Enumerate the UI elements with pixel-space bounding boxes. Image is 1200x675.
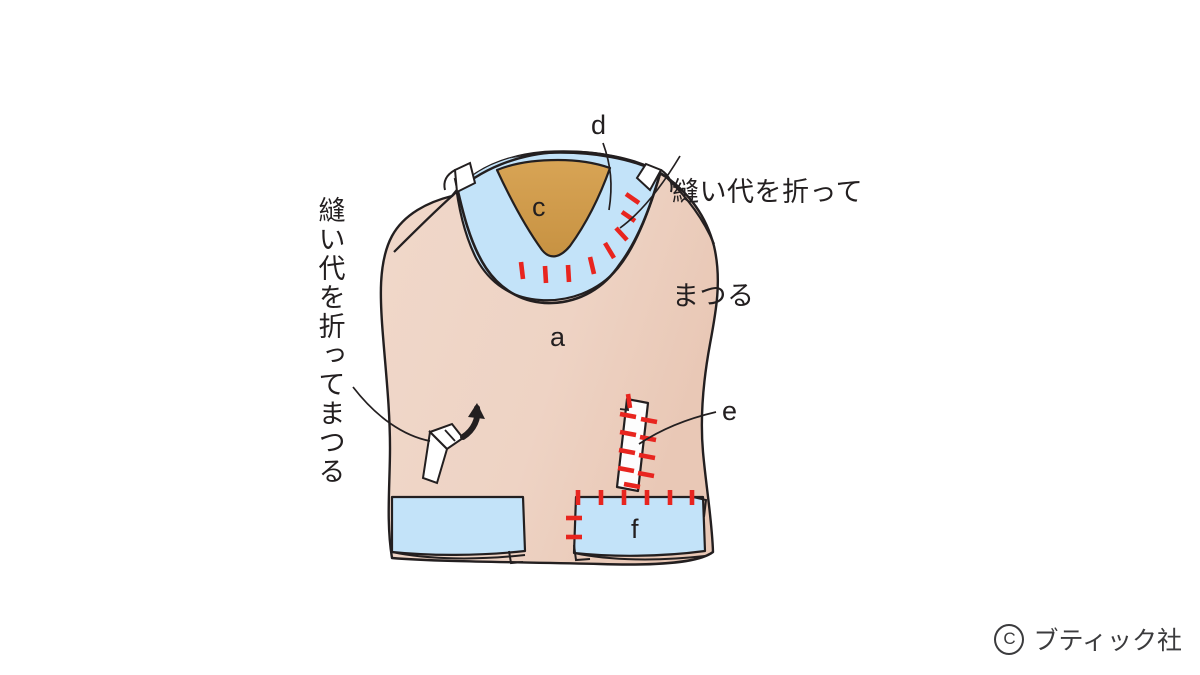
leader-line-d	[602, 142, 612, 211]
neckline-stitch-marks	[518, 192, 641, 284]
note-left-vertical: 縫い代を折ってまつる	[314, 196, 345, 486]
shoulder-tab-right-icon	[635, 162, 673, 193]
shoulder-top-arc	[451, 150, 667, 197]
part-label-f: f	[631, 514, 639, 544]
neckline-edge	[453, 173, 662, 305]
publisher-credit: C ブティック社	[994, 621, 1182, 657]
neckline-group	[453, 151, 662, 302]
leader-line-e	[638, 411, 717, 445]
note-top-right: 縫い代を折って まつる	[672, 106, 863, 382]
fold-direction-arrow-icon	[460, 403, 485, 440]
part-label-d: d	[591, 110, 607, 140]
part-label-a: a	[550, 322, 566, 352]
fold-tab-icon	[421, 422, 465, 485]
part-label-e: e	[722, 396, 738, 426]
copyright-icon: C	[994, 623, 1025, 655]
pocket-left	[390, 495, 527, 565]
strip-e-group	[615, 393, 658, 493]
leader-line-note-left	[352, 386, 431, 442]
publisher-name: ブティック社	[1033, 627, 1182, 655]
note-top-right-line2: まつる	[672, 280, 755, 311]
shoulder-tab-left-icon	[443, 161, 477, 194]
pocket-f	[566, 490, 708, 562]
part-label-c: c	[532, 192, 546, 222]
note-top-right-line1: 縫い代を折って	[672, 177, 864, 208]
leader-line-note-topright	[619, 155, 681, 229]
